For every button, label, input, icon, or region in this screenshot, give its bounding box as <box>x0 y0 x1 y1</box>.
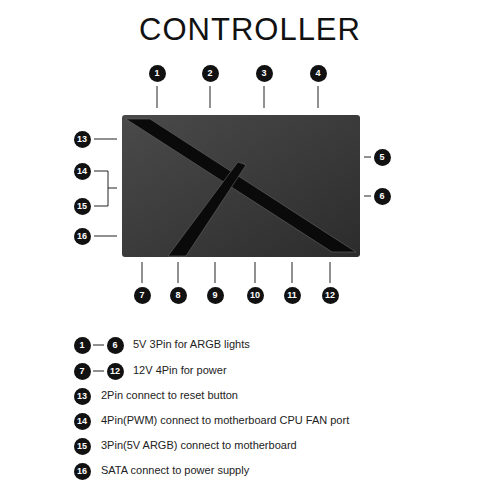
callout-number: 9 <box>207 287 224 304</box>
pin-description: 5V 3Pin for ARGB lights <box>133 338 250 351</box>
callout-number: 15 <box>74 198 91 215</box>
callout-number: 5 <box>374 149 391 166</box>
callout-number: 1 <box>74 337 91 354</box>
callout-number: 13 <box>74 131 91 148</box>
controller-housing <box>122 115 360 257</box>
callout-number: 6 <box>107 337 124 354</box>
diagram-title: CONTROLLER <box>0 12 500 48</box>
callout-number: 14 <box>74 163 91 180</box>
callout-number: 7 <box>74 363 91 380</box>
callout-number: 15 <box>74 438 91 455</box>
leader-lines <box>93 86 371 371</box>
callout-number: 8 <box>170 287 187 304</box>
callout-number: 16 <box>74 463 91 480</box>
callout-number: 6 <box>374 188 391 205</box>
callout-number: 3 <box>256 65 273 82</box>
callout-number: 10 <box>247 287 264 304</box>
callout-number: 12 <box>107 363 124 380</box>
callout-number: 2 <box>202 65 219 82</box>
pin-description: SATA connect to power supply <box>101 464 249 477</box>
pin-description: 3Pin(5V ARGB) connect to motherboard <box>101 439 297 452</box>
callout-number: 14 <box>74 413 91 430</box>
callout-number: 12 <box>322 287 339 304</box>
callout-number: 13 <box>74 388 91 405</box>
pin-description: 4Pin(PWM) connect to motherboard CPU FAN… <box>101 414 349 427</box>
callout-number: 7 <box>134 287 151 304</box>
callout-number: 16 <box>74 228 91 245</box>
x-stripe <box>126 119 356 252</box>
x-stripe <box>168 162 246 256</box>
pin-description: 12V 4Pin for power <box>133 364 227 377</box>
callout-number: 1 <box>149 65 166 82</box>
callout-number: 11 <box>284 287 301 304</box>
pin-description: 2Pin connect to reset button <box>101 389 238 402</box>
callout-number: 4 <box>310 65 327 82</box>
